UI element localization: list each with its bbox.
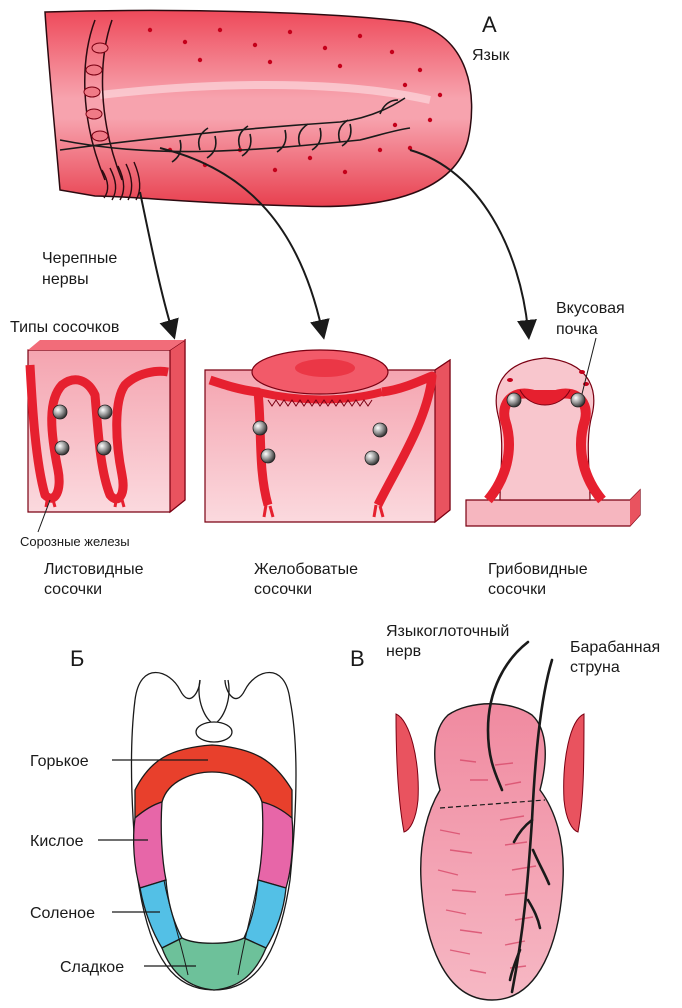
- vallate-name-line1: Желобоватые: [254, 561, 358, 578]
- panel-b-letter: Б: [70, 646, 84, 671]
- papilla-types-label: Типы сосочков: [10, 319, 119, 336]
- glossopharyngeal-label-line2: нерв: [386, 643, 421, 660]
- vallate-papillae-drawing: [205, 350, 450, 522]
- vallate-name-line2: сосочки: [254, 581, 312, 598]
- zone-label-sour: Кислое: [30, 833, 84, 850]
- sweet-zone: [162, 938, 266, 990]
- foliate-papillae-drawing: [28, 340, 185, 512]
- zone-label-salty: Соленое: [30, 905, 95, 922]
- taste-map-drawing: [98, 673, 296, 991]
- tongue-drawing: [45, 10, 472, 206]
- fungiform-name-line1: Грибовидные: [488, 561, 588, 578]
- foliate-name-line1: Листовидные: [44, 561, 144, 578]
- chorda-label-line1: Барабанная: [570, 639, 660, 656]
- nerves-label-line2: нервы: [42, 271, 89, 288]
- taste-bud-label-line2: почка: [556, 321, 598, 338]
- zone-label-bitter: Горькое: [30, 753, 89, 770]
- foliate-name-line2: сосочки: [44, 581, 102, 598]
- panel-c-letter: В: [350, 646, 365, 671]
- glossopharyngeal-label-line1: Языкоглоточный: [386, 623, 509, 640]
- nerves-label-line1: Черепные: [42, 250, 117, 267]
- glands-label: Сорозные железы: [20, 534, 130, 549]
- tongue-label: Язык: [472, 47, 510, 64]
- fungiform-papilla-drawing: [466, 338, 640, 526]
- fungiform-name-line2: сосочки: [488, 581, 546, 598]
- zone-label-sweet: Сладкое: [60, 959, 124, 976]
- innervation-drawing: [396, 642, 584, 1000]
- chorda-label-line2: струна: [570, 659, 620, 676]
- salty-zone-left: [140, 880, 182, 948]
- sour-zone-right: [258, 802, 293, 888]
- taste-bud-label-line1: Вкусовая: [556, 300, 625, 317]
- panel-a-letter: А: [482, 12, 497, 37]
- salty-zone-right: [244, 880, 286, 948]
- sour-zone-left: [134, 802, 166, 888]
